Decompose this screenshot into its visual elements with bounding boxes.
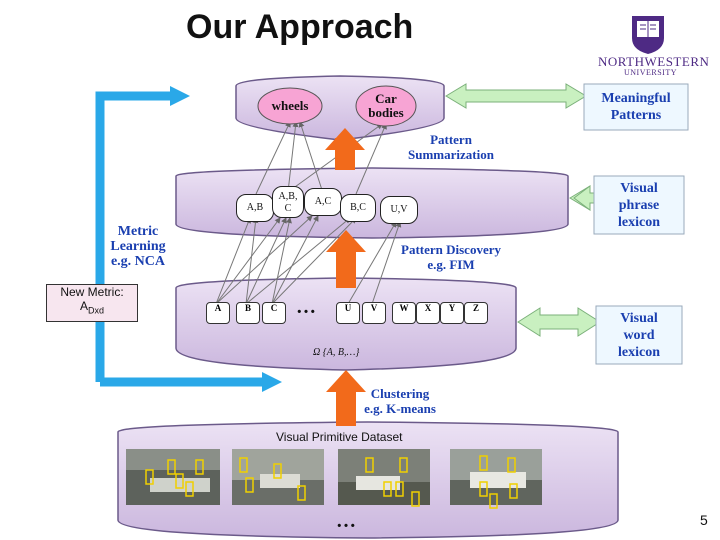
phrase-node: U,V: [380, 196, 418, 224]
orange-arrow-top: [325, 128, 365, 170]
visual-word: V: [362, 302, 386, 324]
transaction-formula: Ω {A, B,…}: [313, 347, 360, 358]
connection-lines-lower: [215, 215, 402, 305]
visual-word-box: [595, 305, 683, 365]
meaningful-patterns-box: [583, 83, 689, 131]
visual-phrase-lexicon-label: Visual phrase lexicon: [618, 181, 660, 230]
visual-word: C: [262, 302, 286, 324]
green-arrow-lower: [517, 307, 601, 337]
wheels-label: wheels: [271, 98, 309, 113]
wheels-oval: [257, 87, 323, 125]
phrase-node: B,C: [340, 194, 376, 222]
clustering-label: Clustering e.g. K-means: [364, 386, 436, 416]
new-metric-title: New Metric:: [60, 285, 124, 299]
phrase-node: A,C: [304, 188, 342, 216]
words-ellipsis: …: [296, 296, 316, 318]
visual-word: U: [336, 302, 360, 324]
new-metric-symbol: ADxd: [47, 299, 137, 317]
visual-word: X: [416, 302, 440, 324]
green-arrow-top: [445, 83, 587, 109]
pattern-discovery-label: Pattern Discovery e.g. FIM: [401, 242, 501, 272]
visual-phrase-box: [593, 175, 685, 235]
visual-word: A: [206, 302, 230, 324]
new-metric-subscript: Dxd: [88, 305, 105, 316]
visual-word: B: [236, 302, 260, 324]
visual-word: Z: [464, 302, 488, 324]
lower-layer: [175, 277, 517, 371]
visual-word: W: [392, 302, 416, 324]
visual-word-lexicon-label: Visual word lexicon: [618, 311, 660, 360]
page-title: Our Approach: [186, 8, 414, 46]
phrase-node: A,B, C: [272, 186, 304, 218]
new-metric-a: A: [79, 299, 88, 313]
university-subtitle: UNIVERSITY: [624, 68, 677, 77]
feedback-arrow-head-top: [170, 86, 190, 106]
meaningful-patterns-label: Meaningful Patterns: [601, 91, 671, 123]
feedback-arrow-head-bottom: [262, 372, 282, 392]
visual-word: Y: [440, 302, 464, 324]
northwestern-seal-icon: [632, 16, 664, 54]
university-name: NORTHWESTERN: [598, 54, 710, 69]
primitive-boxes: [145, 455, 518, 509]
new-metric-box: New Metric: ADxd: [46, 284, 138, 322]
phrase-node: A,B: [236, 194, 274, 222]
page-number: 5: [700, 512, 708, 528]
orange-arrow-middle: [326, 230, 366, 288]
car-bodies-label: Car bodies: [368, 91, 404, 120]
orange-arrow-lower: [326, 370, 366, 426]
dataset-ellipsis: …: [336, 510, 356, 532]
visual-primitive-dataset-label: Visual Primitive Dataset: [276, 430, 403, 444]
metric-learning-label: Metric Learning e.g. NCA: [110, 224, 166, 269]
pattern-summarization-label: Pattern Summarization: [408, 132, 494, 162]
car-bodies-oval: [355, 85, 417, 127]
